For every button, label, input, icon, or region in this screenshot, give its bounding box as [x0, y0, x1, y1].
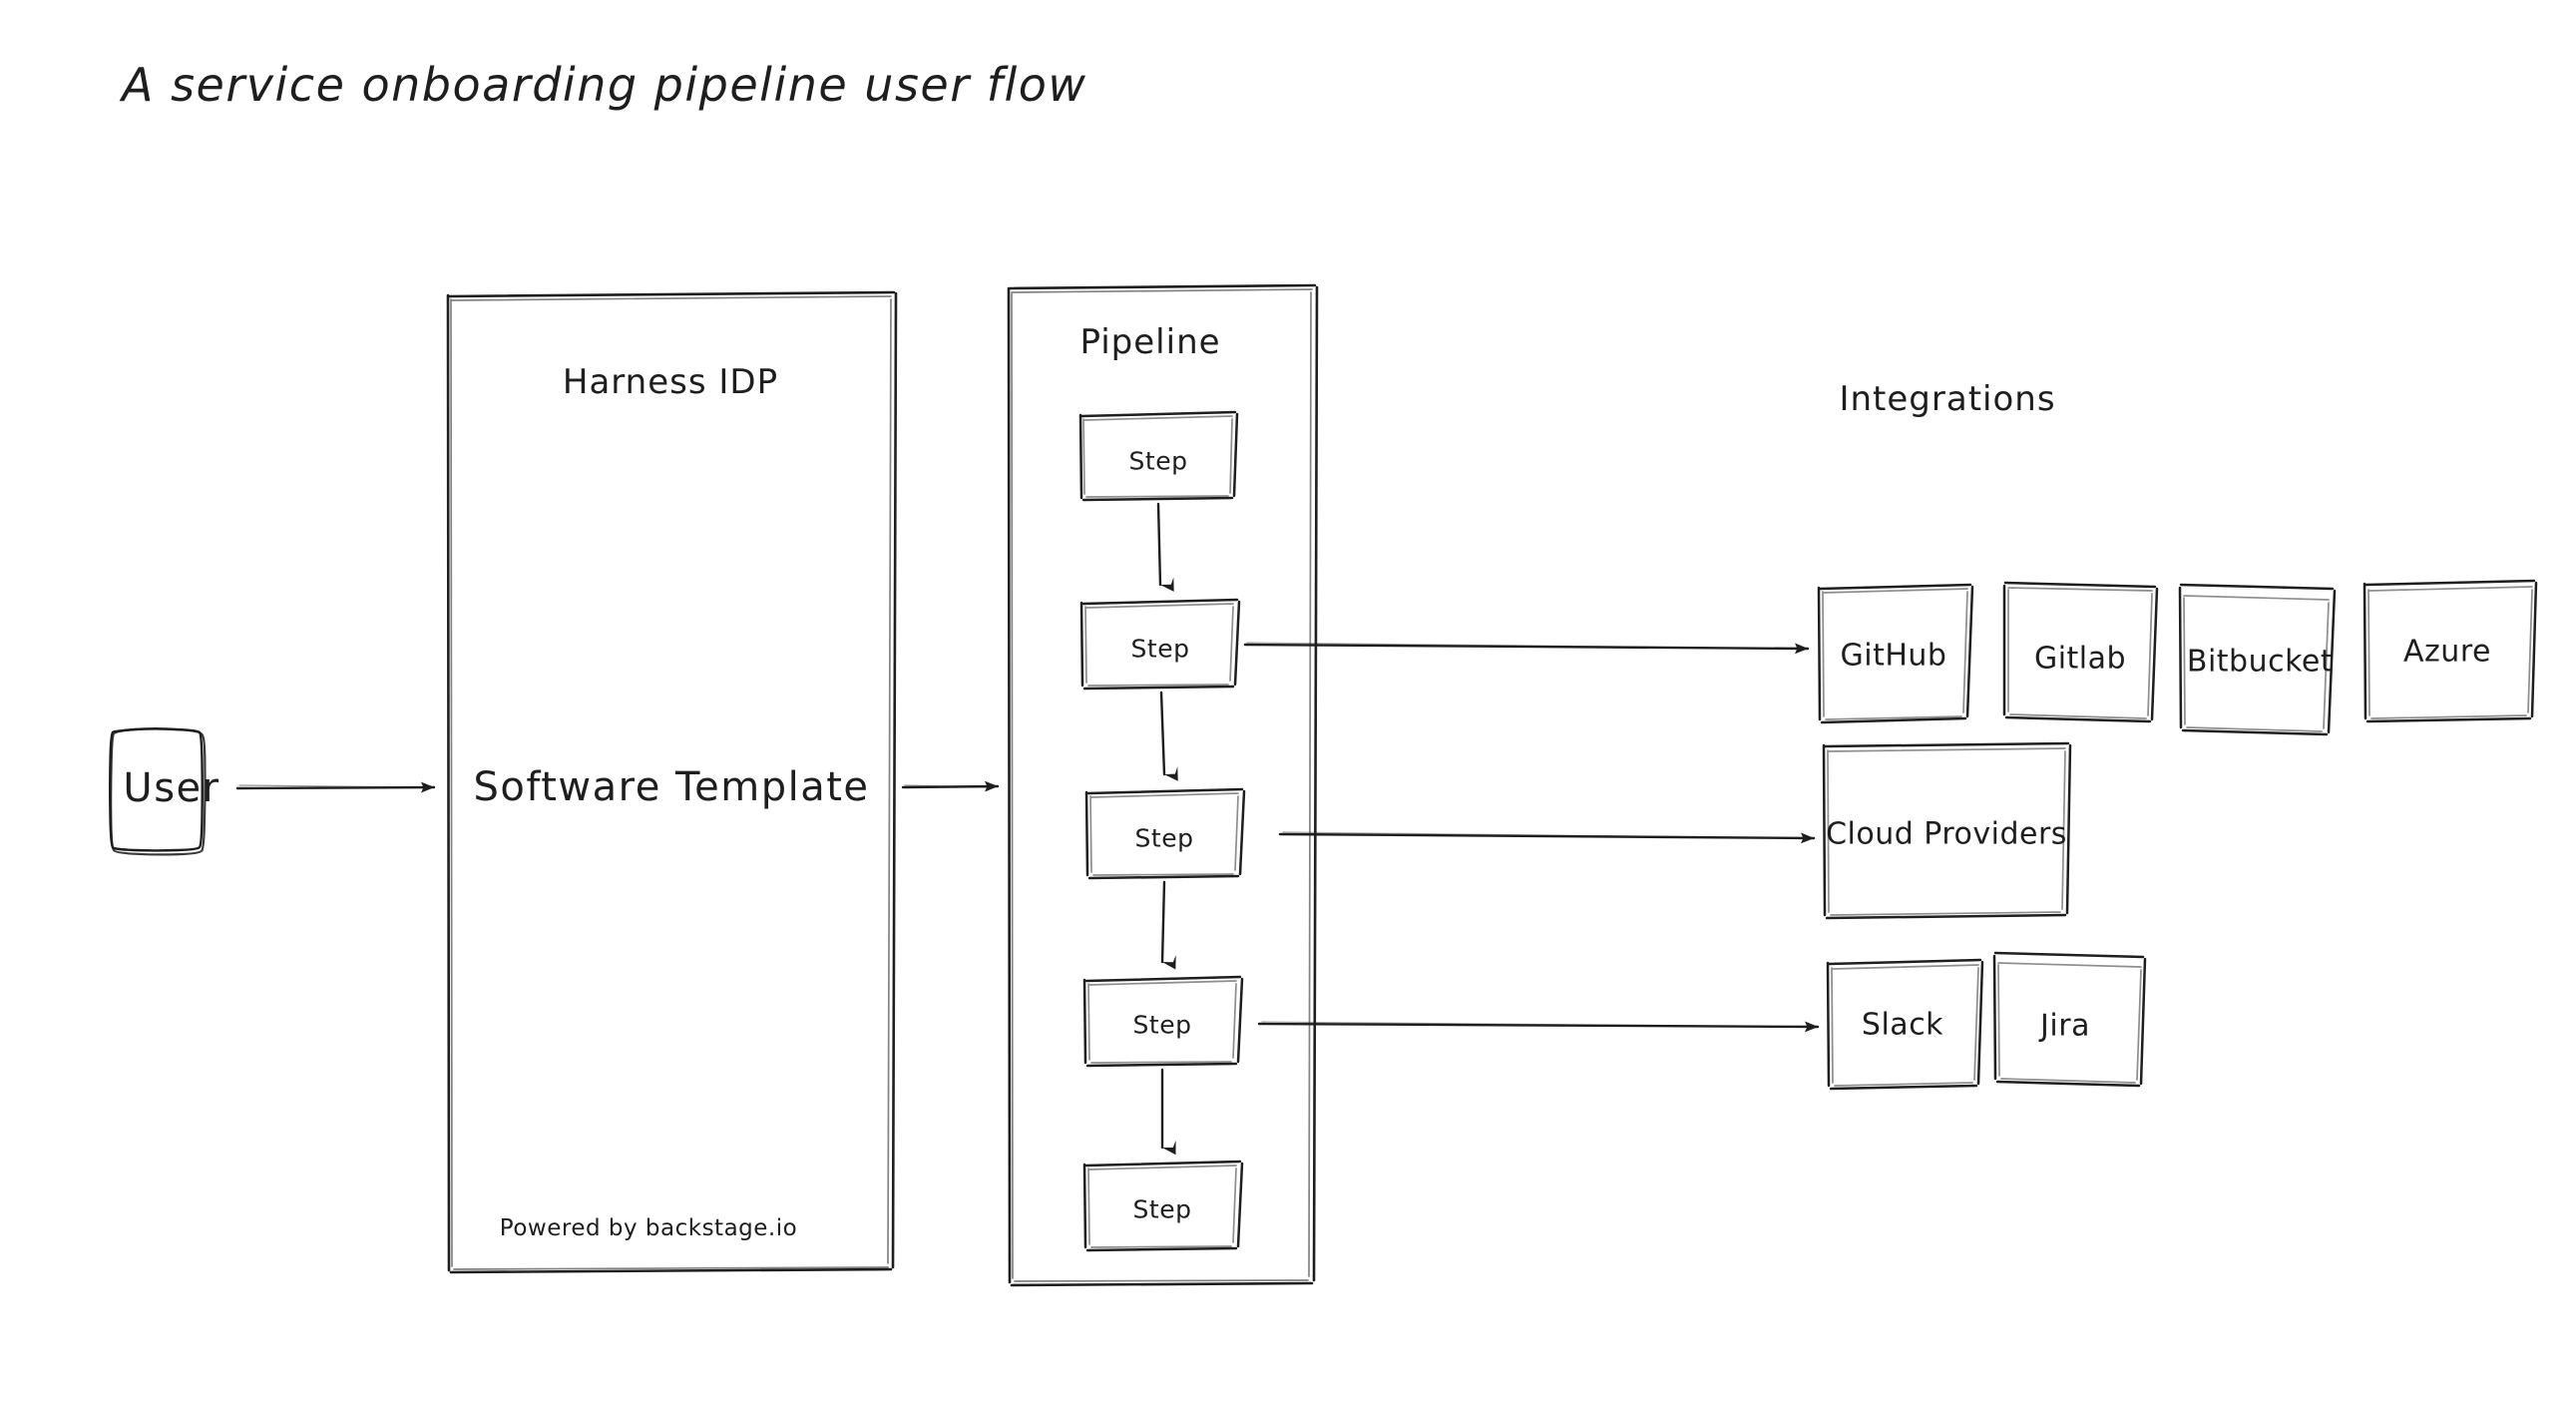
- connector-step3-to-cloud-providers: [1278, 831, 1816, 844]
- pipeline-shape[interactable]: [1007, 283, 1319, 1287]
- connector-step2-to-step3: [1159, 691, 1178, 781]
- pipeline-step-1-shape[interactable]: [1078, 410, 1239, 502]
- user-node-shape[interactable]: [109, 727, 207, 856]
- harness-idp-shape[interactable]: [446, 290, 898, 1274]
- integration-jira-shape[interactable]: [1992, 951, 2147, 1088]
- connector-idp-to-pipeline: [901, 780, 1000, 792]
- integration-gitlab-shape[interactable]: [2002, 581, 2159, 723]
- integration-slack-shape[interactable]: [1826, 958, 1984, 1091]
- connector-step4-to-slack: [1257, 1021, 1820, 1033]
- connector-user-to-idp: [235, 781, 436, 793]
- pipeline-step-4-shape[interactable]: [1082, 975, 1244, 1068]
- integration-bitbucket-shape[interactable]: [2178, 583, 2337, 736]
- pipeline-step-3-shape[interactable]: [1084, 787, 1246, 880]
- connector-step3-to-step4: [1160, 880, 1176, 970]
- integration-cloud-providers-shape[interactable]: [1822, 741, 2072, 920]
- pipeline-step-5-shape[interactable]: [1082, 1160, 1244, 1252]
- integration-github-shape[interactable]: [1817, 583, 1974, 724]
- integration-azure-shape[interactable]: [2362, 579, 2538, 723]
- pipeline-step-2-shape[interactable]: [1079, 598, 1241, 691]
- connector-step1-to-step2: [1156, 502, 1174, 592]
- connector-step2-to-github: [1243, 642, 1810, 655]
